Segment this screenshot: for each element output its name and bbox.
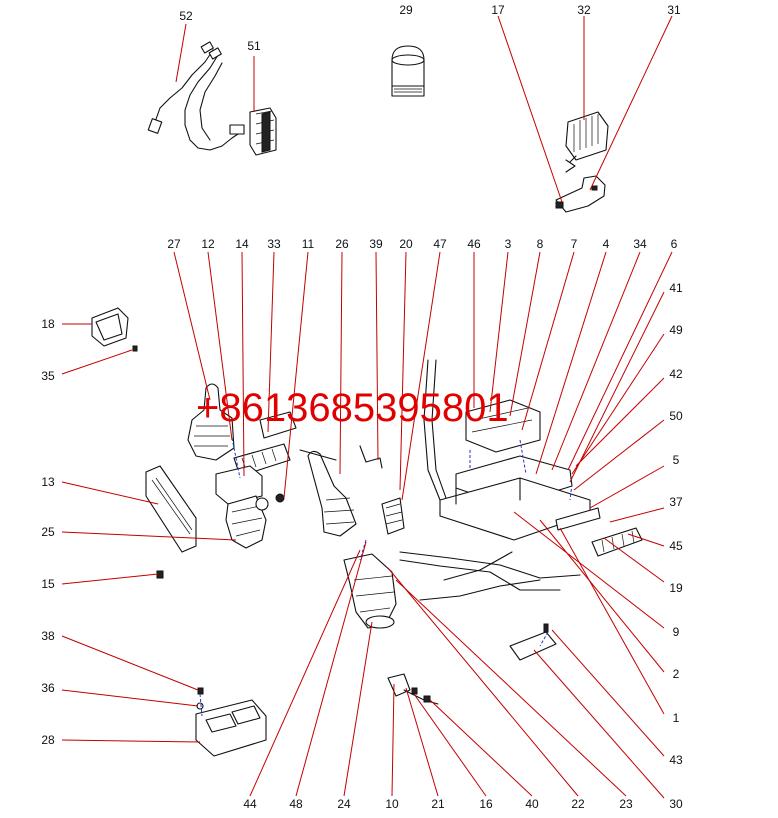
callout-12: 12 [201, 237, 215, 251]
beacon-lamp-29 [391, 45, 425, 97]
callout-10: 10 [385, 797, 399, 811]
callout-27: 27 [167, 237, 181, 251]
joystick-26 [307, 450, 357, 537]
callout-6: 6 [671, 237, 678, 251]
callout-7: 7 [571, 237, 578, 251]
callout-35: 35 [41, 369, 55, 383]
control-pad-28 [195, 687, 267, 757]
terminal-strip-45 [591, 527, 643, 557]
callout-8: 8 [537, 237, 544, 251]
callout-26: 26 [335, 237, 349, 251]
callout-36: 36 [41, 681, 55, 695]
fuse-box-20 [359, 445, 405, 535]
joystick-base-25 [215, 465, 285, 549]
callout-18: 18 [41, 317, 55, 331]
callout-25: 25 [41, 525, 55, 539]
callout-39: 39 [369, 237, 383, 251]
callout-20: 20 [399, 237, 413, 251]
joystick-24 [343, 553, 397, 629]
callout-23: 23 [619, 797, 633, 811]
callout-13: 13 [41, 475, 55, 489]
callout-43: 43 [669, 753, 683, 767]
callout-48: 48 [289, 797, 303, 811]
callout-30: 30 [669, 797, 683, 811]
callout-51: 51 [247, 39, 261, 53]
callout-49: 49 [669, 323, 683, 337]
callout-2: 2 [673, 667, 680, 681]
mounting-frame [439, 399, 591, 541]
callout-37: 37 [669, 495, 683, 509]
callout-4: 4 [603, 237, 610, 251]
work-lamp-18 [91, 307, 129, 347]
cable-runs [299, 359, 581, 601]
callout-24: 24 [337, 797, 351, 811]
callout-17: 17 [491, 3, 505, 17]
joystick-boot-27 [187, 383, 235, 461]
callout-28: 28 [41, 733, 55, 747]
callout-15: 15 [41, 577, 55, 591]
callout-3: 3 [505, 237, 512, 251]
callout-38: 38 [41, 629, 55, 643]
callout-11: 11 [302, 237, 315, 251]
callout-44: 44 [243, 797, 257, 811]
callout-9: 9 [673, 625, 680, 639]
clip-35 [132, 345, 138, 352]
plate-43 [509, 623, 557, 661]
callout-50: 50 [669, 409, 683, 423]
callout-5: 5 [673, 453, 680, 467]
callout-14: 14 [235, 237, 249, 251]
callout-45: 45 [669, 539, 683, 553]
callout-1: 1 [673, 711, 680, 725]
callout-22: 22 [571, 797, 585, 811]
relay-box-51 [249, 107, 277, 156]
work-lamp-32 [565, 111, 609, 173]
bar-5 [555, 507, 601, 531]
callout-16: 16 [479, 797, 493, 811]
callout-29: 29 [399, 3, 413, 17]
callout-41: 41 [669, 281, 683, 295]
callout-32: 32 [577, 3, 591, 17]
lamp-bracket-31 [555, 175, 606, 213]
assembly-links [199, 437, 573, 717]
callout-47: 47 [433, 237, 447, 251]
callout-52: 52 [179, 9, 193, 23]
callout-numbers: 52 51 29 17 32 31 27 12 14 33 11 26 39 2… [41, 3, 683, 811]
callout-31: 31 [667, 3, 681, 17]
callout-46: 46 [467, 237, 481, 251]
side-console-13 [145, 465, 197, 553]
callout-33: 33 [267, 237, 281, 251]
callout-19: 19 [669, 581, 683, 595]
wiring-harness-52 [147, 41, 245, 151]
switch-assembly-10 [387, 673, 439, 705]
callout-42: 42 [669, 367, 683, 381]
callout-34: 34 [633, 237, 647, 251]
leader-lines [61, 15, 673, 799]
callout-21: 21 [431, 797, 445, 811]
callout-40: 40 [525, 797, 539, 811]
